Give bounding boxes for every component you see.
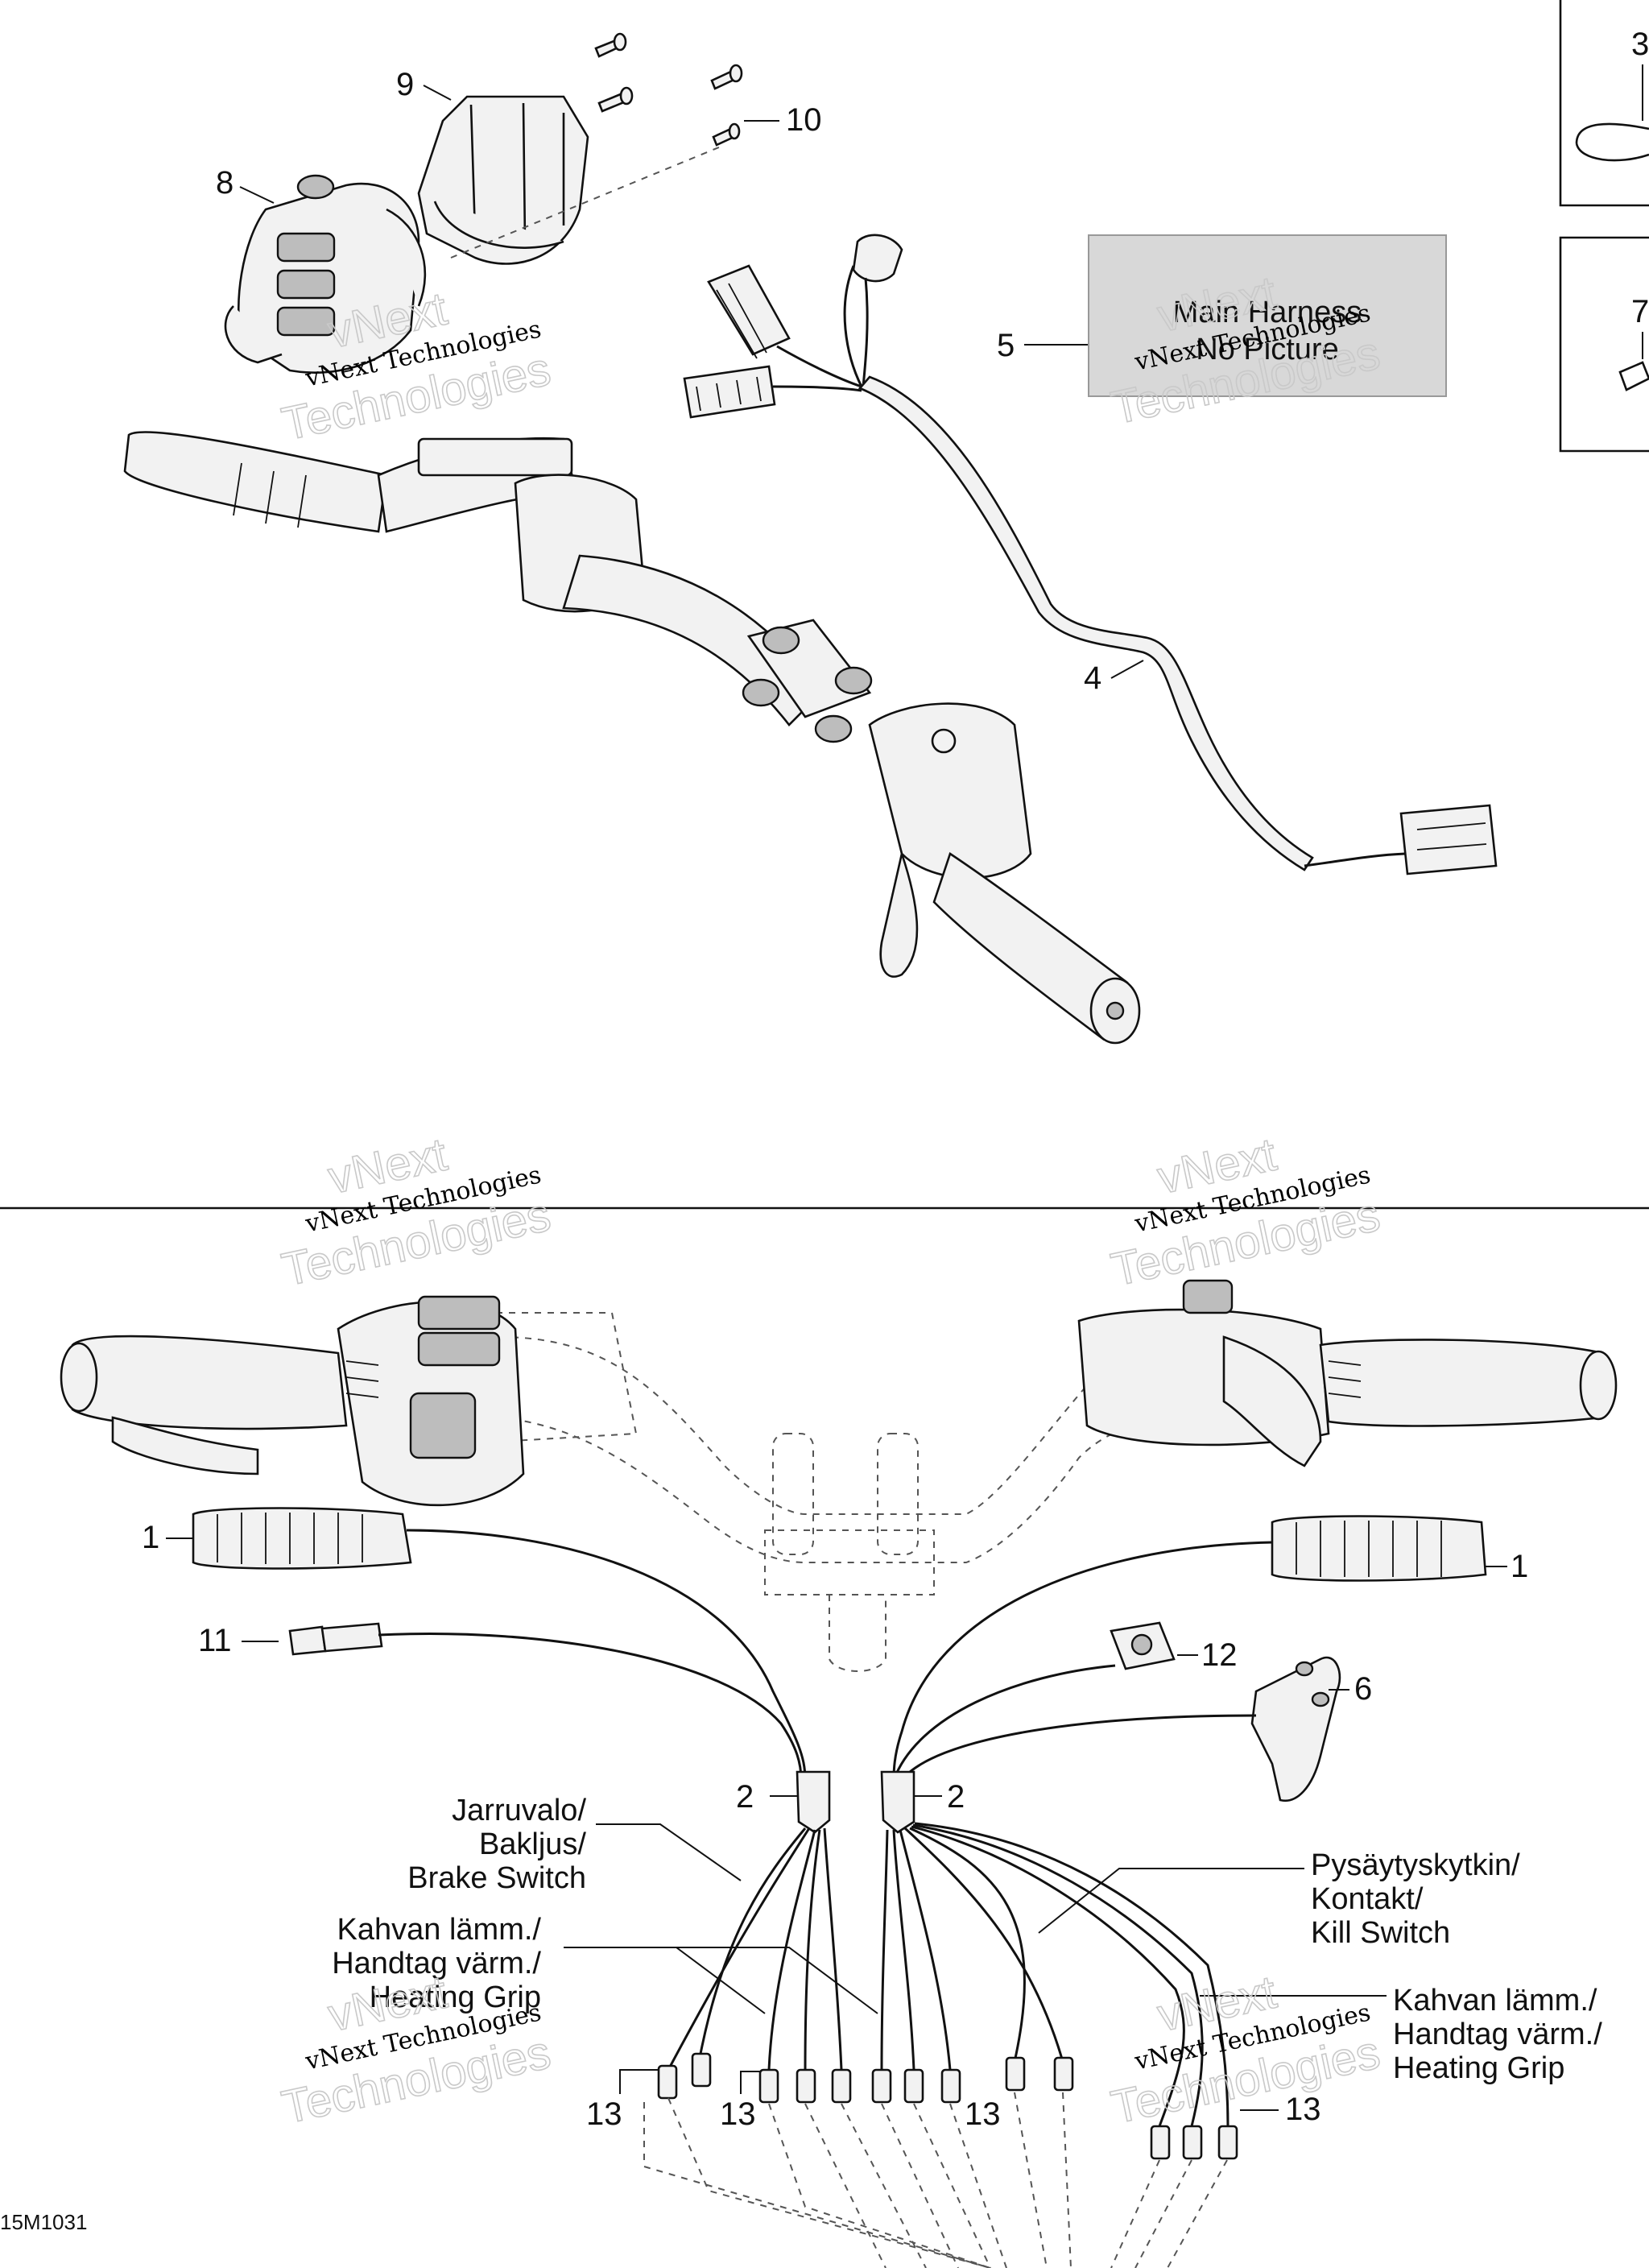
main-harness-placeholder-item-5: 5 Main Harness No Picture <box>997 234 1447 397</box>
brake-label-3: Brake Switch <box>407 1861 586 1895</box>
brake-label-2: Bakljus/ <box>479 1827 586 1861</box>
callout-3: 3 <box>1631 27 1649 62</box>
figure-code: 15M1031 <box>0 2210 87 2234</box>
wire-fanout <box>667 1822 1230 2127</box>
sensor-item-11: 11 <box>198 1622 803 1781</box>
callout-10: 10 <box>786 102 822 138</box>
watermark-6: vNext vNext Technologies Technologies <box>1106 1965 1385 2134</box>
main-harness-item-4: 4 <box>683 234 1498 875</box>
callout-9: 9 <box>396 67 414 102</box>
heating-right-label-2: Handtag värm./ <box>1393 2018 1602 2051</box>
switch-module-item-8: 8 <box>216 165 427 374</box>
callout-5: 5 <box>997 328 1015 363</box>
no-picture-line2: No Picture <box>1196 333 1338 366</box>
callout-13-a: 13 <box>586 2096 622 2132</box>
right-grip-outline <box>1077 1279 1618 1467</box>
kill-label-3: Kill Switch <box>1311 1916 1450 1950</box>
brake-label-1: Jarruvalo/ <box>452 1794 586 1827</box>
terminals-item-13: 13 13 13 13 <box>586 2052 1321 2160</box>
screws-item-10: 10 <box>594 32 822 147</box>
callout-7: 7 <box>1631 294 1649 329</box>
no-picture-line1: Main Harness <box>1173 296 1362 329</box>
label-kill-switch: Pysäytyskytkin/ Kontakt/ Kill Switch <box>1038 1848 1520 1950</box>
callout-12: 12 <box>1201 1637 1238 1673</box>
handlebar-assembly-top <box>123 431 1141 1045</box>
kill-label-1: Pysäytyskytkin/ <box>1311 1848 1520 1882</box>
callout-2-left: 2 <box>736 1779 754 1815</box>
connector-item-12: 12 <box>892 1621 1238 1781</box>
watermark-3: vNext vNext Technologies Technologies <box>277 1128 556 1297</box>
left-grip-outline <box>60 1295 525 1507</box>
callout-13-b: 13 <box>720 2096 756 2132</box>
kill-label-2: Kontakt/ <box>1311 1882 1424 1916</box>
callout-11: 11 <box>198 1623 232 1658</box>
label-brake-switch: Jarruvalo/ Bakljus/ Brake Switch <box>407 1794 742 1895</box>
watermark-4: vNext vNext Technologies Technologies <box>1106 1128 1385 1297</box>
heating-left-label-2: Handtag värm./ <box>332 1947 541 1980</box>
heating-grip-right-item-1: 1 <box>892 1515 1528 1781</box>
label-heating-grip-left: Kahvan lämm./ Handtag värm./ Heating Gri… <box>332 1913 878 2014</box>
callout-2-right: 2 <box>947 1779 965 1815</box>
item-3-box: 3 <box>1559 0 1649 207</box>
handlebar-outline <box>481 1312 1201 1672</box>
heating-left-label-1: Kahvan lämm./ <box>337 1913 542 1947</box>
callout-13-c: 13 <box>965 2096 1001 2132</box>
item-7-box: 7 <box>1559 236 1649 453</box>
dashed-wire-routes <box>643 2092 1228 2268</box>
no-picture-box <box>1088 234 1447 397</box>
heating-left-label-3: Heating Grip <box>370 1980 541 2014</box>
callout-4: 4 <box>1084 660 1101 696</box>
callout-8: 8 <box>216 165 234 201</box>
housing-cover-item-9: 9 <box>396 67 725 265</box>
callout-6: 6 <box>1354 1671 1372 1707</box>
heating-right-label-3: Heating Grip <box>1393 2051 1564 2085</box>
callout-1-left: 1 <box>142 1520 159 1555</box>
heating-grip-left-item-1: 1 <box>142 1507 807 1781</box>
label-heating-grip-right: Kahvan lämm./ Handtag värm./ Heating Gri… <box>1200 1984 1602 2085</box>
callout-1-right: 1 <box>1511 1549 1528 1584</box>
bracket-item-6: 6 <box>900 1656 1372 1802</box>
callout-13-d: 13 <box>1285 2092 1321 2127</box>
heating-right-label-1: Kahvan lämm./ <box>1393 1984 1597 2018</box>
harness-sleeves-item-2: 2 2 <box>736 1770 965 1834</box>
